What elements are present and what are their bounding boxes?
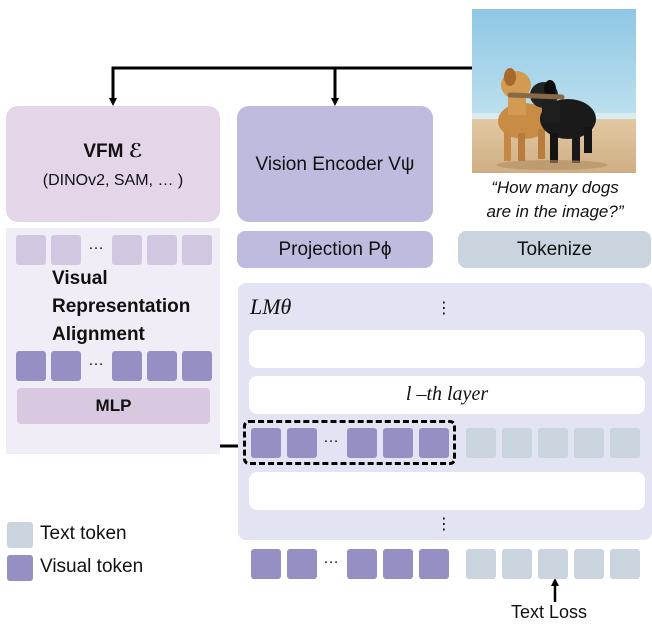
lm-text-token xyxy=(574,428,604,458)
output-text-token xyxy=(538,549,568,579)
legend-text-swatch xyxy=(7,522,33,548)
projected-visual-token xyxy=(112,351,142,381)
alignment-line1: Visual xyxy=(52,268,108,289)
legend-visual-swatch xyxy=(7,555,33,581)
lm-text-token xyxy=(466,428,496,458)
vfm-feature-token xyxy=(16,235,46,265)
question-line1: “How many dogs xyxy=(491,178,619,197)
layer-bar xyxy=(249,330,645,368)
vfm-feature-token xyxy=(182,235,212,265)
output-text-token xyxy=(466,549,496,579)
vfm-box: VFM ℰ (DINOv2, SAM, … ) xyxy=(6,106,220,222)
projection-box: Projection Pϕ xyxy=(237,231,433,268)
tokenize-label: Tokenize xyxy=(517,239,592,260)
output-visual-token xyxy=(383,549,413,579)
output-text-token xyxy=(610,549,640,579)
mlp-box: MLP xyxy=(17,388,210,424)
ellipsis: … xyxy=(88,236,104,253)
lm-text-token xyxy=(502,428,532,458)
vfm-feature-token xyxy=(51,235,81,265)
vdots-top: ⋮ xyxy=(436,300,452,317)
ellipsis: … xyxy=(323,429,339,446)
question-line2: are in the image?” xyxy=(486,202,624,221)
lm-text-token xyxy=(610,428,640,458)
lm-visual-token xyxy=(287,428,317,458)
vision-encoder-label: Vision Encoder Vψ xyxy=(255,154,415,175)
vdots-bottom: ⋮ xyxy=(436,516,452,533)
output-text-token xyxy=(502,549,532,579)
vision-encoder-box: Vision Encoder Vψ xyxy=(237,106,433,222)
projected-visual-token xyxy=(182,351,212,381)
projected-visual-token xyxy=(51,351,81,381)
output-visual-token xyxy=(419,549,449,579)
alignment-line2: Representation xyxy=(52,296,191,317)
output-text-token xyxy=(574,549,604,579)
layer-label: l –th layer xyxy=(405,383,489,405)
lm-visual-token xyxy=(347,428,377,458)
ellipsis: … xyxy=(323,550,339,567)
tokenize-box: Tokenize xyxy=(458,231,651,268)
output-visual-token xyxy=(347,549,377,579)
projected-visual-token xyxy=(16,351,46,381)
dogs-image xyxy=(472,9,636,173)
vfm-feature-token xyxy=(147,235,177,265)
output-visual-token xyxy=(251,549,281,579)
selected-visual-tokens-box xyxy=(243,420,456,465)
lm-visual-token xyxy=(383,428,413,458)
legend-text-token: Text token xyxy=(40,523,127,544)
vfm-title: VFM ℰ xyxy=(83,141,143,162)
ellipsis: … xyxy=(88,352,104,369)
vfm-feature-token xyxy=(112,235,142,265)
lm-visual-token xyxy=(251,428,281,458)
output-visual-token xyxy=(287,549,317,579)
text-loss-label: Text Loss xyxy=(511,602,588,622)
lm-text-token xyxy=(538,428,568,458)
layer-bar xyxy=(249,472,645,510)
lm-label: LMθ xyxy=(250,294,292,319)
layer-bar-l: l –th layer xyxy=(249,376,645,414)
projected-visual-token xyxy=(147,351,177,381)
vfm-subtitle: (DINOv2, SAM, … ) xyxy=(42,172,184,189)
projection-label: Projection Pϕ xyxy=(278,239,392,260)
lm-visual-token xyxy=(419,428,449,458)
alignment-line3: Alignment xyxy=(52,324,145,345)
legend-visual-token: Visual token xyxy=(40,556,144,577)
mlp-label: MLP xyxy=(95,396,132,415)
